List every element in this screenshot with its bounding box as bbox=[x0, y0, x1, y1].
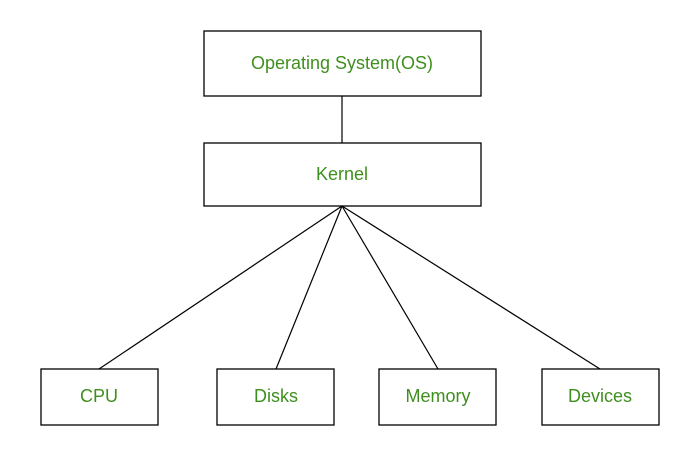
node-operating-system: Operating System(OS) bbox=[203, 30, 482, 97]
node-disks-label: Disks bbox=[254, 386, 298, 406]
node-disks-box bbox=[216, 368, 335, 426]
node-kernel-label: Kernel bbox=[316, 164, 368, 184]
node-operating-system-box bbox=[203, 30, 482, 97]
edge-kernel-to-memory bbox=[341, 205, 439, 370]
edge-kernel-to-disks bbox=[275, 205, 343, 370]
node-memory-label: Memory bbox=[405, 386, 470, 406]
node-kernel: Kernel bbox=[203, 142, 482, 207]
node-memory-box bbox=[378, 368, 497, 426]
node-devices: Devices bbox=[541, 368, 660, 426]
node-devices-box bbox=[541, 368, 660, 426]
node-disks: Disks bbox=[216, 368, 335, 426]
node-cpu-box bbox=[40, 368, 159, 426]
node-memory: Memory bbox=[378, 368, 497, 426]
node-operating-system-label: Operating System(OS) bbox=[251, 53, 433, 73]
node-cpu-label: CPU bbox=[80, 386, 118, 406]
edge-kernel-to-cpu bbox=[98, 205, 343, 370]
node-cpu: CPU bbox=[40, 368, 159, 426]
edge-kernel-to-devices bbox=[341, 205, 601, 370]
node-kernel-box bbox=[203, 142, 482, 207]
node-devices-label: Devices bbox=[568, 386, 632, 406]
